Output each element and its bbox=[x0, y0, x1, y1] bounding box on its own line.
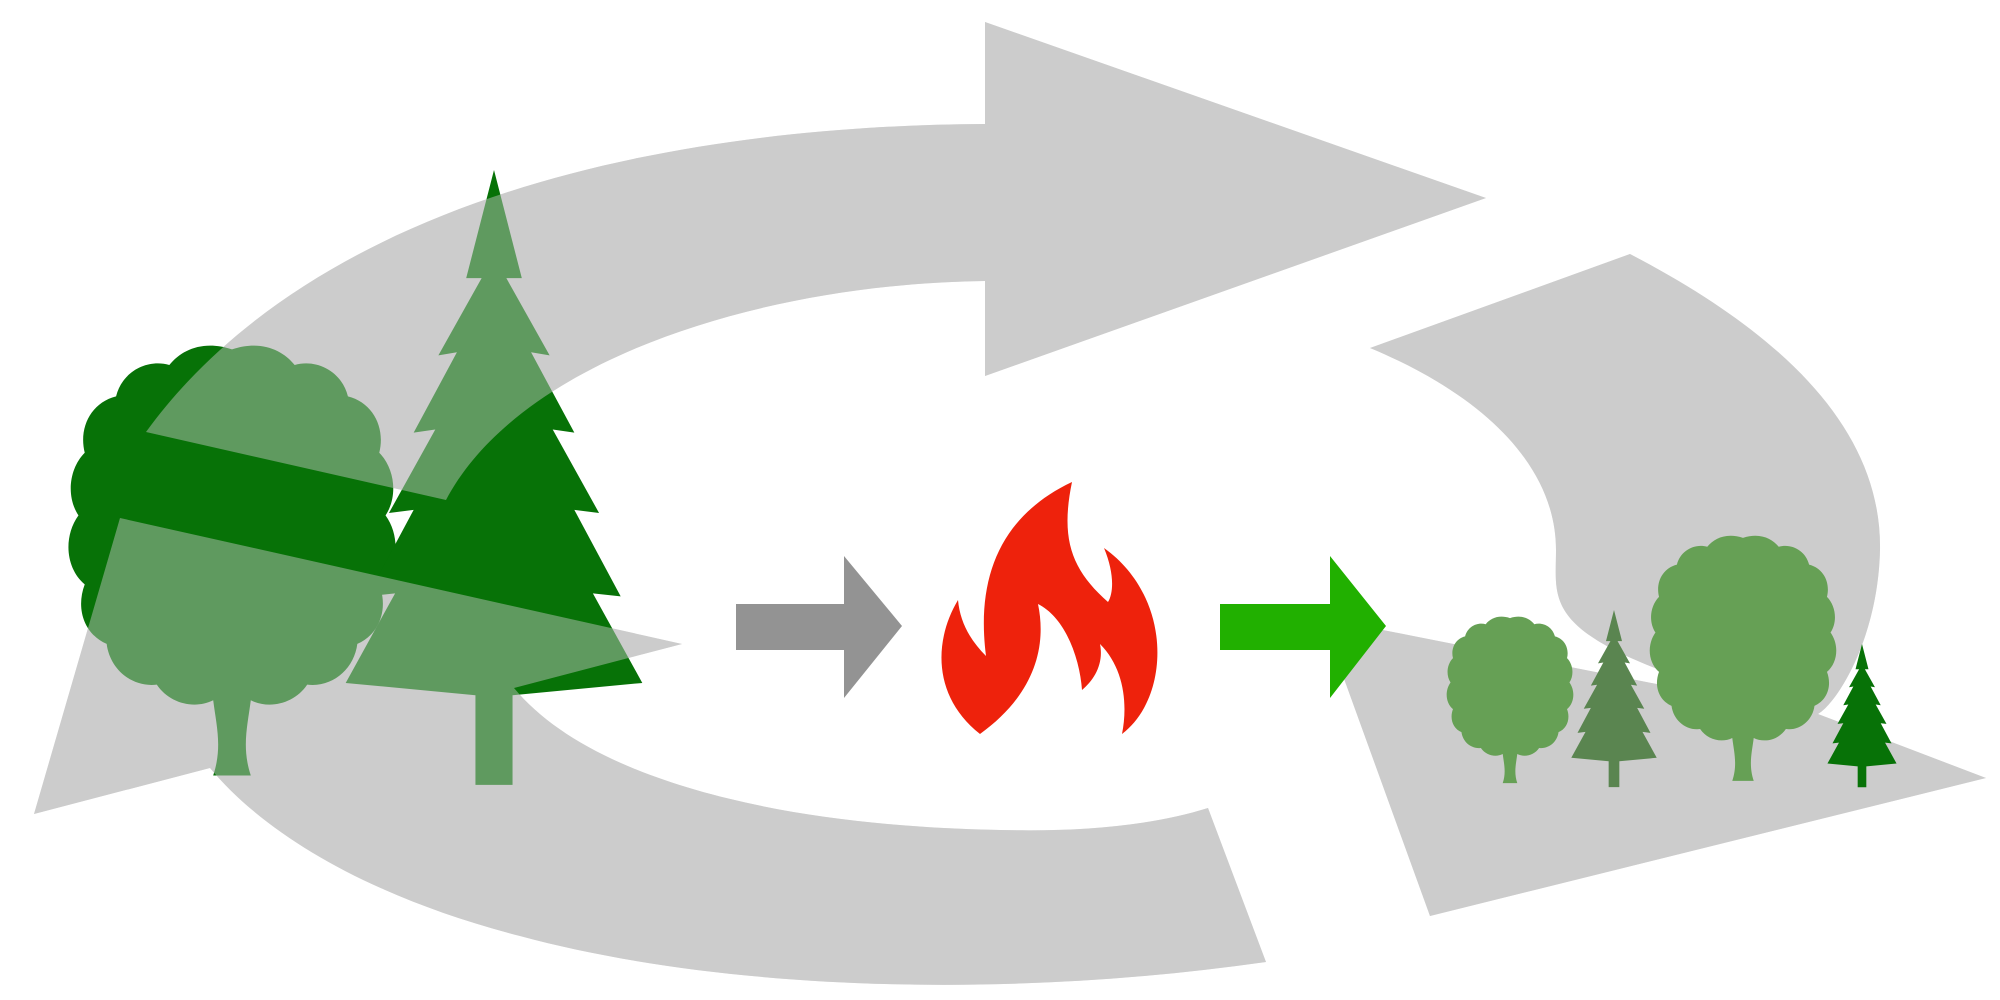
cycle-arrow-top-overlay bbox=[146, 22, 1486, 500]
fire-icon bbox=[941, 482, 1178, 734]
flame-body bbox=[941, 482, 1157, 734]
gray-arrow bbox=[736, 556, 902, 698]
cycle-arrow-right-overlay bbox=[1322, 254, 1986, 916]
